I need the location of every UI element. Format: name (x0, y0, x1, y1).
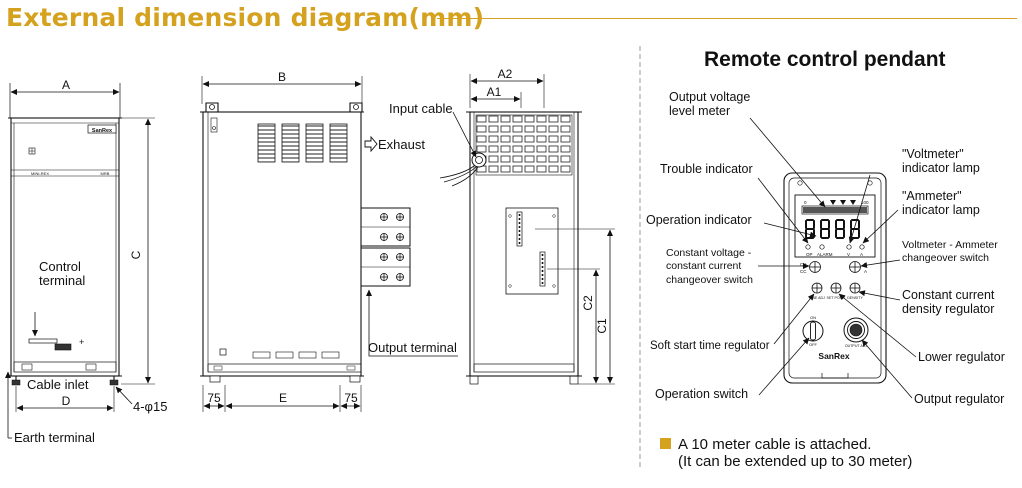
dim-c2-label: C2 (581, 295, 595, 311)
side-view (200, 76, 458, 412)
output-terminal-label: Output terminal (368, 340, 457, 355)
cv-cc-switch-icon (809, 261, 821, 273)
remote-pendant (783, 172, 887, 384)
label-operation-indicator: Operation indicator (646, 213, 752, 227)
control-terminal-label-2: terminal (39, 273, 85, 288)
panel-label-fine-adj: FINE ADJ (809, 296, 825, 300)
panel-label-cc: CC (800, 269, 807, 274)
label-cv-cc-switch-1: Constant voltage - (666, 247, 752, 259)
cable-inlet-label: Cable inlet (27, 377, 89, 392)
panel-label-set-point: SET POINT (827, 296, 847, 300)
panel-label-v-lamp: V (847, 252, 850, 257)
panel-label-v: V (864, 262, 867, 267)
label-output-voltage-meter-2: level meter (669, 104, 730, 118)
label-ammeter-lamp-2: indicator lamp (902, 203, 980, 217)
rear-vent-grid (475, 114, 573, 176)
label-voltmeter-lamp-2: indicator lamp (902, 161, 980, 175)
dim-d-label: D (62, 394, 71, 408)
control-terminal-label-1: Control (39, 259, 81, 274)
seven-seg-display (805, 219, 860, 239)
front-model-code: MRB (101, 171, 110, 176)
operation-switch-icon (802, 320, 824, 342)
cable-note: A 10 meter cable is attached. (It can be… (660, 436, 912, 470)
label-voltmeter-lamp-1: "Voltmeter" (902, 147, 964, 161)
label-soft-start: Soft start time regulator (650, 340, 770, 352)
earth-terminal-label: Earth terminal (14, 430, 95, 445)
dim-a1-label: A1 (487, 85, 502, 99)
label-v-a-switch-2: changeover switch (902, 252, 989, 264)
note-line-2: (It can be extended up to 30 meter) (678, 453, 913, 470)
rear-view (439, 74, 615, 385)
dim-e-label: E (279, 391, 287, 405)
exhaust-arrow-icon (364, 135, 378, 153)
label-operation-switch: Operation switch (655, 387, 748, 401)
label-cv-cc-switch-2: constant current (666, 260, 741, 272)
page-title: External dimension diagram(mm) (6, 3, 485, 32)
dim-b-label: B (278, 70, 286, 84)
panel-label-off: OFF (809, 342, 818, 347)
dim-75-left-label: 75 (207, 391, 221, 405)
panel-label-alarm: ALARM (817, 252, 833, 257)
hole-note-label: 4-φ15 (133, 399, 167, 414)
label-cv-cc-switch-3: changeover switch (666, 274, 753, 286)
title-rule (437, 18, 1017, 19)
input-cable-label: Input cable (389, 101, 453, 116)
panel-label-output-adj: OUTPUT ADJ (845, 344, 868, 348)
label-trouble-indicator: Trouble indicator (660, 162, 753, 176)
note-line-1: A 10 meter cable is attached. (678, 436, 872, 453)
front-model-text: MINI-REX (31, 171, 49, 176)
front-view (5, 83, 155, 439)
rear-mounting-plate (505, 207, 559, 295)
plus-mark: + (79, 337, 84, 347)
label-output-regulator: Output regulator (914, 392, 1004, 406)
dim-c-label: C (129, 250, 143, 259)
front-cabinet (10, 117, 120, 377)
label-current-density-1: Constant current (902, 288, 995, 302)
pendant-brand: SanRex (818, 351, 849, 361)
output-regulator-knob-icon (843, 317, 869, 343)
panel-label-a: A (864, 269, 867, 274)
panel-label-cv: CV (800, 262, 806, 267)
exhaust-label: Exhaust (378, 137, 425, 152)
label-output-voltage-meter-1: Output voltage (669, 90, 750, 104)
remote-title: Remote control pendant (704, 48, 946, 71)
pendant-body (783, 172, 887, 384)
label-lower-regulator: Lower regulator (918, 350, 1005, 364)
v-a-switch-icon (849, 261, 861, 273)
panel-label-op: OP (806, 252, 813, 257)
panel-label-on: ON (810, 315, 816, 320)
panel-label-density: DENSITY (847, 296, 863, 300)
panel-label-a-lamp: A (860, 252, 863, 257)
dim-a2-label: A2 (498, 67, 513, 81)
panel-label-hundred: 100 (861, 200, 869, 205)
label-current-density-2: density regulator (902, 302, 994, 316)
note-bullet-icon (660, 438, 671, 449)
front-brand-badge: SanRex (92, 128, 113, 134)
dim-c1-label: C1 (595, 318, 609, 334)
display-digit (835, 219, 845, 239)
display-digit (820, 219, 830, 239)
remote-leader-lines (749, 117, 917, 399)
panel-label-zero: 0 (804, 200, 807, 205)
display-digit (850, 219, 860, 239)
label-v-a-switch-1: Voltmeter - Ammeter (902, 239, 998, 251)
dim-75-right-label: 75 (344, 391, 358, 405)
dim-a-label: A (62, 78, 70, 92)
label-ammeter-lamp-1: "Ammeter" (902, 189, 962, 203)
